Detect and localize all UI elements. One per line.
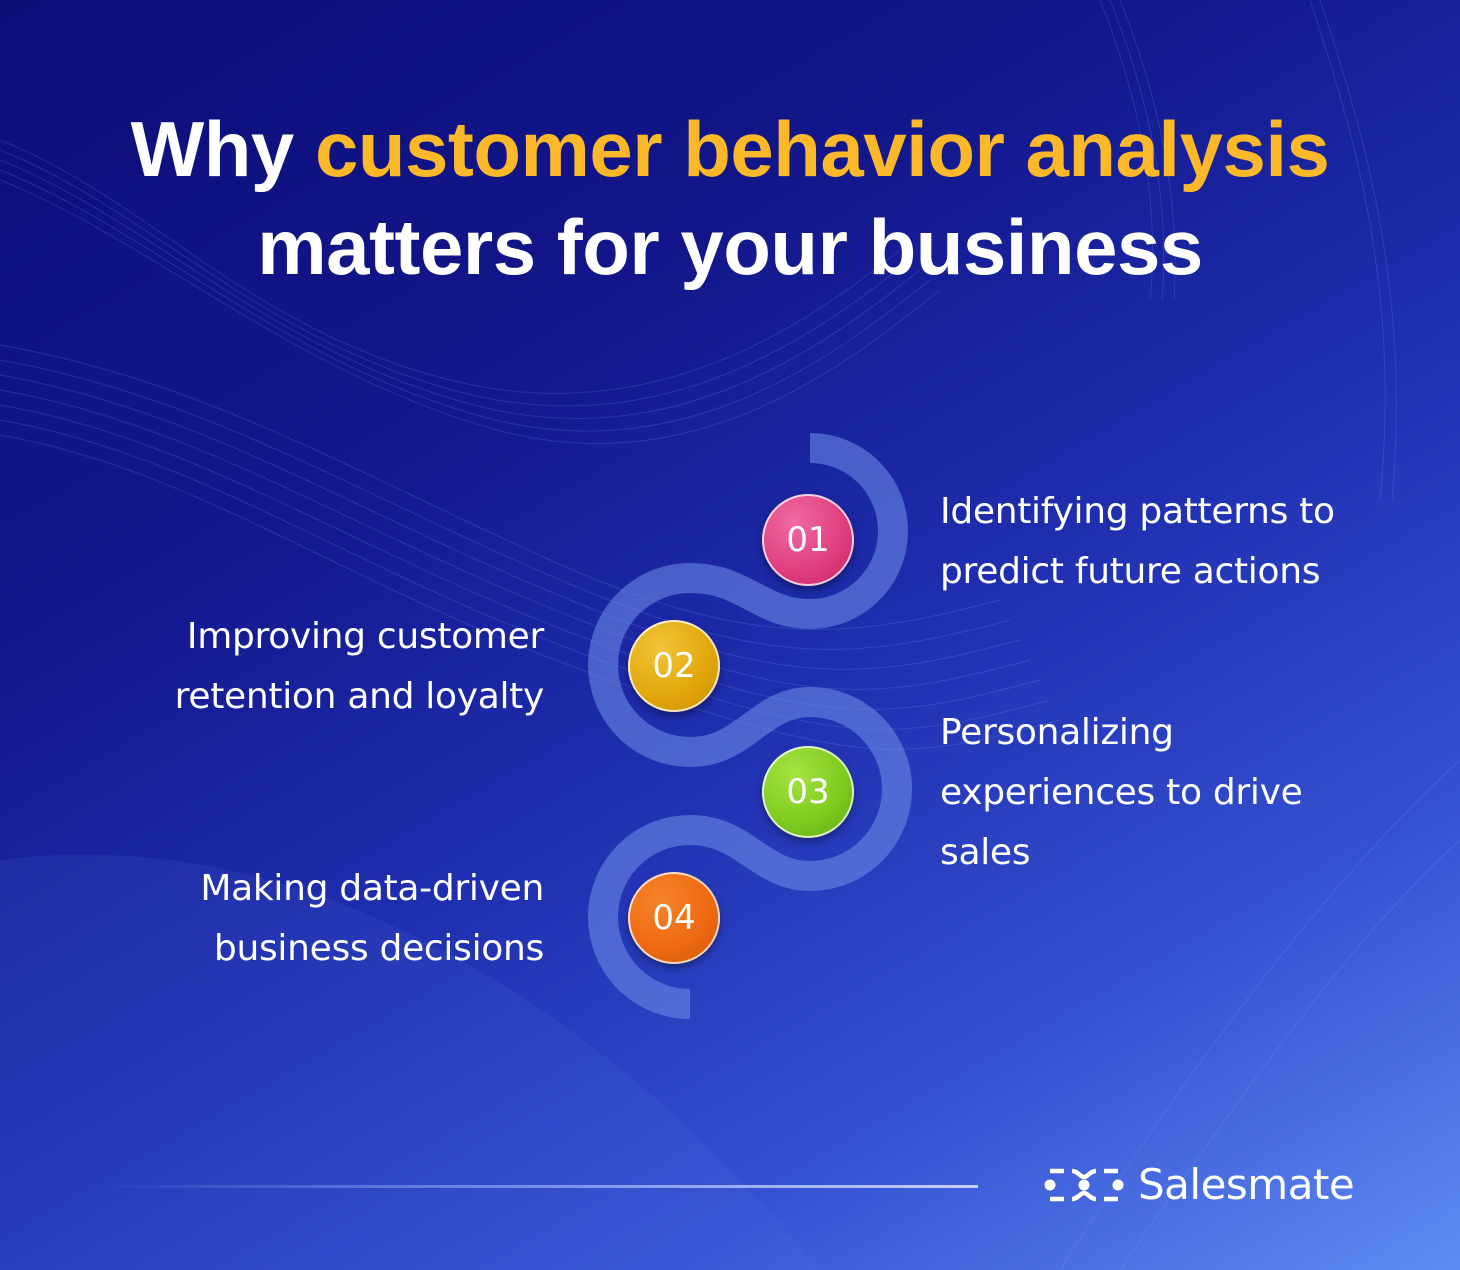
title-line-2: matters for your business	[257, 203, 1203, 291]
step-text-02: Improving customer retention and loyalty	[174, 616, 545, 717]
footer-divider	[100, 1185, 978, 1188]
brand-name: Salesmate	[1138, 1160, 1355, 1209]
salesmate-logo: Salesmate	[1042, 1160, 1355, 1209]
step-badge-02: 02	[628, 620, 720, 712]
step-text-01: Identifying patterns to predict future a…	[940, 491, 1335, 592]
step-badge-04: 04	[628, 872, 720, 964]
step-text-04: Making data-driven business decisions	[200, 868, 544, 969]
step-text-03: Personalizing experiences to drive sales	[940, 712, 1303, 873]
step-badge-03: 03	[762, 746, 854, 838]
title-line-1: Why customer behavior analysis	[130, 105, 1330, 193]
title-highlight: customer behavior analysis	[314, 105, 1330, 193]
salesmate-logo-icon	[1044, 1168, 1124, 1201]
step-badge-01: 01	[762, 494, 854, 586]
page-title: Why customer behavior analysis matters f…	[0, 100, 1460, 296]
